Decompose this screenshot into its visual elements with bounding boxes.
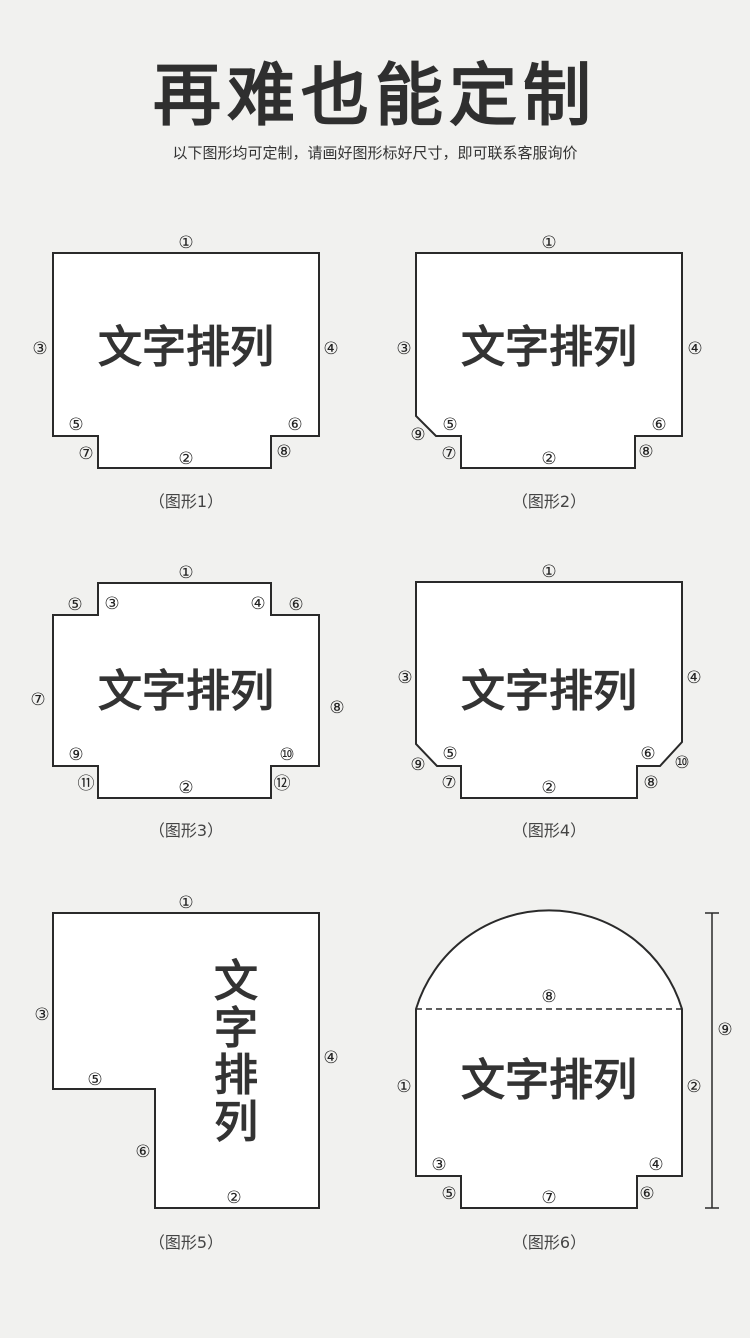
figure-5-text-char-1: 文: [214, 956, 258, 1007]
figure-5-marker-1: ①: [178, 893, 193, 913]
figure-5-caption: （图形5）: [149, 1233, 223, 1252]
figure-2-marker-2: ②: [541, 449, 556, 469]
figure-5: 文 字 排 列 ① ② ③ ④ ⑤ ⑥ （图形5）: [34, 893, 338, 1252]
figure-6-marker-9: ⑨: [717, 1020, 732, 1040]
figure-2-marker-9: ⑨: [410, 425, 425, 445]
figure-4-outline: [415, 581, 683, 799]
figure-4-marker-4: ④: [686, 668, 701, 688]
figure-2-text: 文字排列: [461, 322, 637, 373]
figure-5-outline: [52, 912, 320, 1209]
figure-6-marker-6: ⑥: [639, 1184, 654, 1204]
figure-3-text: 文字排列: [98, 666, 274, 717]
figure-4: 文字排列 ① ② ③ ④ ⑤ ⑥ ⑦ ⑧ ⑨ ⑩ （图形4）: [397, 562, 701, 840]
figure-1-caption: （图形1）: [149, 492, 223, 511]
figure-4-marker-6: ⑥: [640, 744, 655, 764]
figure-3-marker-1: ①: [178, 563, 193, 583]
figure-3-marker-2: ②: [178, 778, 193, 798]
figure-3-marker-10: ⑩: [279, 745, 294, 765]
figure-3-caption: （图形3）: [149, 821, 223, 840]
figure-4-marker-2: ②: [541, 778, 556, 798]
figure-6-marker-7: ⑦: [541, 1188, 556, 1208]
figure-4-caption: （图形4）: [512, 821, 586, 840]
figure-3-marker-3: ③: [104, 594, 119, 614]
figure-5-text-char-4: 列: [214, 1097, 258, 1148]
figure-4-marker-9: ⑨: [410, 755, 425, 775]
figure-4-marker-1: ①: [541, 562, 556, 582]
figure-3-outline: [52, 582, 320, 799]
figure-5-marker-5: ⑤: [87, 1070, 102, 1090]
figure-6-marker-8: ⑧: [541, 987, 556, 1007]
figure-1-marker-6: ⑥: [287, 415, 302, 435]
figure-1-marker-4: ④: [323, 339, 338, 359]
figure-4-marker-7: ⑦: [441, 773, 456, 793]
figure-6-marker-3: ③: [431, 1155, 446, 1175]
page-subtitle: 以下图形均可定制，请画好图形标好尺寸，即可联系客服询价: [172, 144, 578, 162]
figure-3-marker-11: ⑪: [78, 774, 95, 794]
figure-1-outline: [52, 252, 320, 469]
figure-1-marker-5: ⑤: [68, 415, 83, 435]
figure-5-marker-3: ③: [34, 1005, 49, 1025]
figure-6-marker-2: ②: [686, 1077, 701, 1097]
figure-3-marker-9: ⑨: [68, 745, 83, 765]
figure-2-marker-1: ①: [541, 233, 556, 253]
figure-2-outline: [415, 252, 683, 469]
figure-5-marker-6: ⑥: [135, 1142, 150, 1162]
figure-1-marker-7: ⑦: [78, 444, 93, 464]
figure-6-marker-4: ④: [648, 1155, 663, 1175]
figure-2-marker-5: ⑤: [442, 415, 457, 435]
figure-6: 文字排列 ① ② ③ ④ ⑤ ⑥ ⑦ ⑧ ⑨ （图形6）: [396, 909, 733, 1252]
figure-5-text-char-3: 排: [214, 1050, 258, 1101]
figure-6-marker-1: ①: [396, 1077, 411, 1097]
figure-1-marker-2: ②: [178, 449, 193, 469]
figure-2-marker-7: ⑦: [441, 444, 456, 464]
figure-5-marker-4: ④: [323, 1048, 338, 1068]
figure-5-text-char-2: 字: [214, 1003, 258, 1054]
figure-3-marker-8: ⑧: [329, 698, 344, 718]
figure-3-marker-5: ⑤: [67, 595, 82, 615]
figure-2-marker-6: ⑥: [651, 415, 666, 435]
figure-2-marker-3: ③: [396, 339, 411, 359]
figure-1-text: 文字排列: [98, 322, 274, 373]
figure-6-caption: （图形6）: [512, 1233, 586, 1252]
figure-6-text: 文字排列: [461, 1055, 637, 1106]
figure-3-marker-7: ⑦: [30, 690, 45, 710]
figure-3-marker-12: ⑫: [274, 774, 291, 794]
figure-4-marker-10: ⑩: [674, 753, 689, 773]
figure-1-marker-8: ⑧: [276, 442, 291, 462]
figure-4-marker-5: ⑤: [442, 744, 457, 764]
figure-5-marker-2: ②: [226, 1188, 241, 1208]
figure-4-marker-3: ③: [397, 668, 412, 688]
figure-4-text: 文字排列: [461, 666, 637, 717]
figure-4-marker-8: ⑧: [643, 773, 658, 793]
figure-3-marker-4: ④: [250, 594, 265, 614]
figure-1-marker-3: ③: [32, 339, 47, 359]
figure-2: 文字排列 ① ② ③ ④ ⑤ ⑥ ⑦ ⑧ ⑨ （图形2）: [396, 233, 702, 511]
figure-3: 文字排列 ① ② ③ ④ ⑤ ⑥ ⑦ ⑧ ⑨ ⑩ ⑪ ⑫ （图形3）: [30, 563, 344, 840]
figure-2-marker-4: ④: [687, 339, 702, 359]
figure-2-caption: （图形2）: [512, 492, 586, 511]
figure-6-marker-5: ⑤: [441, 1184, 456, 1204]
page-title: 再难也能定制: [152, 57, 597, 136]
figure-3-marker-6: ⑥: [288, 595, 303, 615]
figure-1: 文字排列 ① ② ③ ④ ⑤ ⑥ ⑦ ⑧ （图形1）: [32, 233, 338, 511]
figure-1-marker-1: ①: [178, 233, 193, 253]
figure-2-marker-8: ⑧: [638, 442, 653, 462]
